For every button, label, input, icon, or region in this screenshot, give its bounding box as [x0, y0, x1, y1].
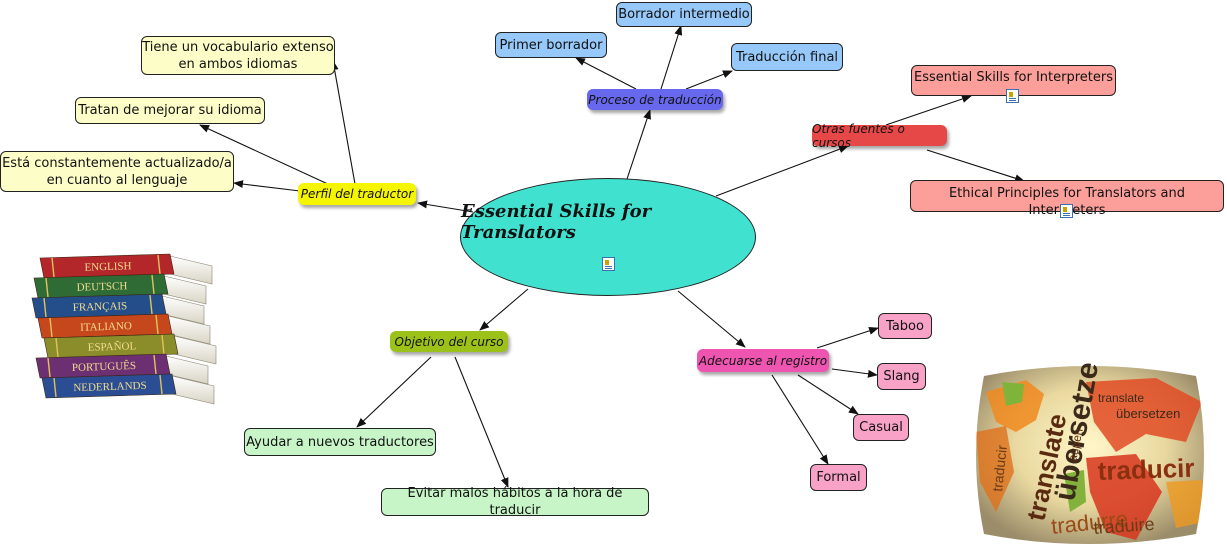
book-spine: PORTUGUÊS	[35, 353, 209, 385]
book-spine-label: PORTUGUÊS	[72, 360, 136, 374]
book-spine: FRANÇAIS	[31, 293, 205, 325]
leaf-taboo-label: Taboo	[886, 318, 924, 334]
leaf-ayudar-label: Ayudar a nuevos traductores	[246, 434, 434, 450]
globe-continent	[1086, 378, 1202, 452]
book-spine: ENGLISH	[39, 253, 213, 285]
link-registro-formal	[771, 374, 829, 465]
leaf-mejorar[interactable]: Tratan de mejorar su idioma	[75, 97, 265, 124]
link-registro-taboo	[816, 327, 879, 349]
note-icon[interactable]	[1006, 89, 1019, 103]
leaf-primer-borrador-label: Primer borrador	[499, 37, 603, 53]
leaf-casual[interactable]: Casual	[853, 414, 909, 441]
leaf-vocabulario[interactable]: Tiene un vocabulario extenso en ambos id…	[141, 36, 335, 75]
branch-otras[interactable]: Otras fuentes o cursos	[812, 122, 947, 150]
leaf-slang[interactable]: Slang	[877, 363, 926, 390]
leaf-traduccion-final[interactable]: Traducción final	[731, 43, 843, 71]
leaf-ayudar[interactable]: Ayudar a nuevos traductores	[244, 428, 436, 456]
link-registro-casual	[797, 374, 859, 415]
branch-perfil-label: Perfil del traductor	[300, 187, 414, 201]
leaf-traduccion-final-label: Traducción final	[735, 49, 839, 65]
leaf-actualizado-line2: en cuanto al lenguaje	[46, 172, 188, 188]
book-spine-label: DEUTSCH	[76, 280, 127, 294]
branch-registro-label: Adecuarse al registro	[698, 353, 828, 368]
globe-word: übersetzen	[1116, 406, 1180, 421]
leaf-evitar[interactable]: Evitar malos hábitos a la hora de traduc…	[381, 486, 649, 518]
link-objetivo-ayudar	[356, 356, 432, 428]
branch-proceso[interactable]: Proceso de traducción	[587, 89, 723, 110]
globe-word: translate	[1098, 391, 1144, 405]
note-icon[interactable]	[1060, 204, 1073, 218]
leaf-actualizado-line1: Está constantemente actualizado/a	[2, 155, 232, 171]
leaf-taboo[interactable]: Taboo	[878, 313, 932, 339]
book-spine-label: FRANÇAIS	[73, 300, 128, 314]
globe-continent	[1064, 470, 1086, 512]
leaf-vocabulario-line2: en ambos idiomas	[178, 56, 298, 72]
link-perfil-vocab	[330, 60, 356, 185]
leaf-vocabulario-line1: Tiene un vocabulario extenso	[142, 39, 334, 55]
book-spine: NEDERLANDS	[41, 373, 215, 405]
link-center-registro	[677, 290, 746, 348]
leaf-borrador-intermedio[interactable]: Borrador intermedio	[616, 2, 752, 27]
globe-word: traduire	[1093, 514, 1155, 538]
globe-continent	[986, 380, 1044, 432]
branch-perfil[interactable]: Perfil del traductor	[298, 183, 416, 205]
link-otras-essential	[885, 95, 972, 126]
leaf-casual-label: Casual	[859, 420, 903, 435]
link-objetivo-evitar	[454, 356, 509, 488]
link-perfil-actual	[233, 180, 301, 192]
leaf-formal[interactable]: Formal	[810, 464, 867, 491]
leaf-mejorar-label: Tratan de mejorar su idioma	[78, 103, 262, 118]
link-center-proceso	[626, 109, 651, 180]
globe-continent	[976, 426, 1014, 512]
link-center-objetivo	[479, 288, 529, 331]
book-spine-label: ITALIANO	[80, 320, 132, 334]
book-spine-label: NEDERLANDS	[73, 380, 147, 394]
link-proceso-intermedio	[660, 25, 683, 90]
book-spine: ITALIANO	[37, 313, 211, 345]
branch-registro[interactable]: Adecuarse al registro	[697, 349, 829, 372]
globe-continent	[1166, 480, 1204, 528]
central-topic[interactable]: Essential Skills for Translators	[460, 178, 756, 296]
branch-objetivo-label: Objetivo del curso	[394, 334, 504, 349]
link-otras-ethical	[926, 149, 1025, 183]
link-proceso-primer	[575, 57, 637, 90]
leaf-borrador-intermedio-label: Borrador intermedio	[618, 7, 750, 22]
language-books-illustration: ENGLISH DEUTSCH FRANÇAIS ITALIANO ESPAÑOL POR…	[31, 253, 217, 405]
globe-word: traducir	[989, 444, 1010, 492]
link-center-perfil	[417, 200, 474, 213]
leaf-formal-label: Formal	[816, 470, 861, 485]
link-proceso-final	[685, 70, 733, 90]
globe-continent	[1086, 454, 1162, 540]
branch-otras-label: Otras fuentes o cursos	[812, 121, 905, 150]
translate-globe-illustration: translateübersetzentraducirtradurretradu…	[976, 362, 1204, 544]
branch-proceso-label: Proceso de traducción	[588, 92, 722, 107]
globe-continent	[1002, 382, 1024, 406]
book-spine: ESPAÑOL	[43, 333, 217, 365]
link-perfil-mejorar	[199, 124, 331, 186]
globe-word: traducir	[1097, 453, 1195, 486]
leaf-primer-borrador[interactable]: Primer borrador	[495, 32, 607, 58]
book-spine-label: ENGLISH	[84, 260, 131, 273]
leaf-evitar-label: Evitar malos hábitos a la hora de traduc…	[407, 486, 623, 518]
link-registro-slang	[831, 368, 878, 378]
central-topic-title: Essential Skills for Translators	[461, 201, 652, 243]
link-center-otras	[715, 145, 849, 197]
globe-word: aupen	[1065, 427, 1086, 463]
book-spine: DEUTSCH	[33, 273, 207, 305]
book-spine-label: ESPAÑOL	[88, 340, 137, 354]
branch-objetivo[interactable]: Objetivo del curso	[390, 331, 508, 352]
leaf-slang-label: Slang	[883, 369, 920, 384]
leaf-essential-interpreters-label: Essential Skills for Interpreters	[914, 70, 1113, 85]
leaf-actualizado[interactable]: Está constantemente actualizado/a en cua…	[0, 151, 234, 192]
note-icon[interactable]	[601, 257, 615, 271]
